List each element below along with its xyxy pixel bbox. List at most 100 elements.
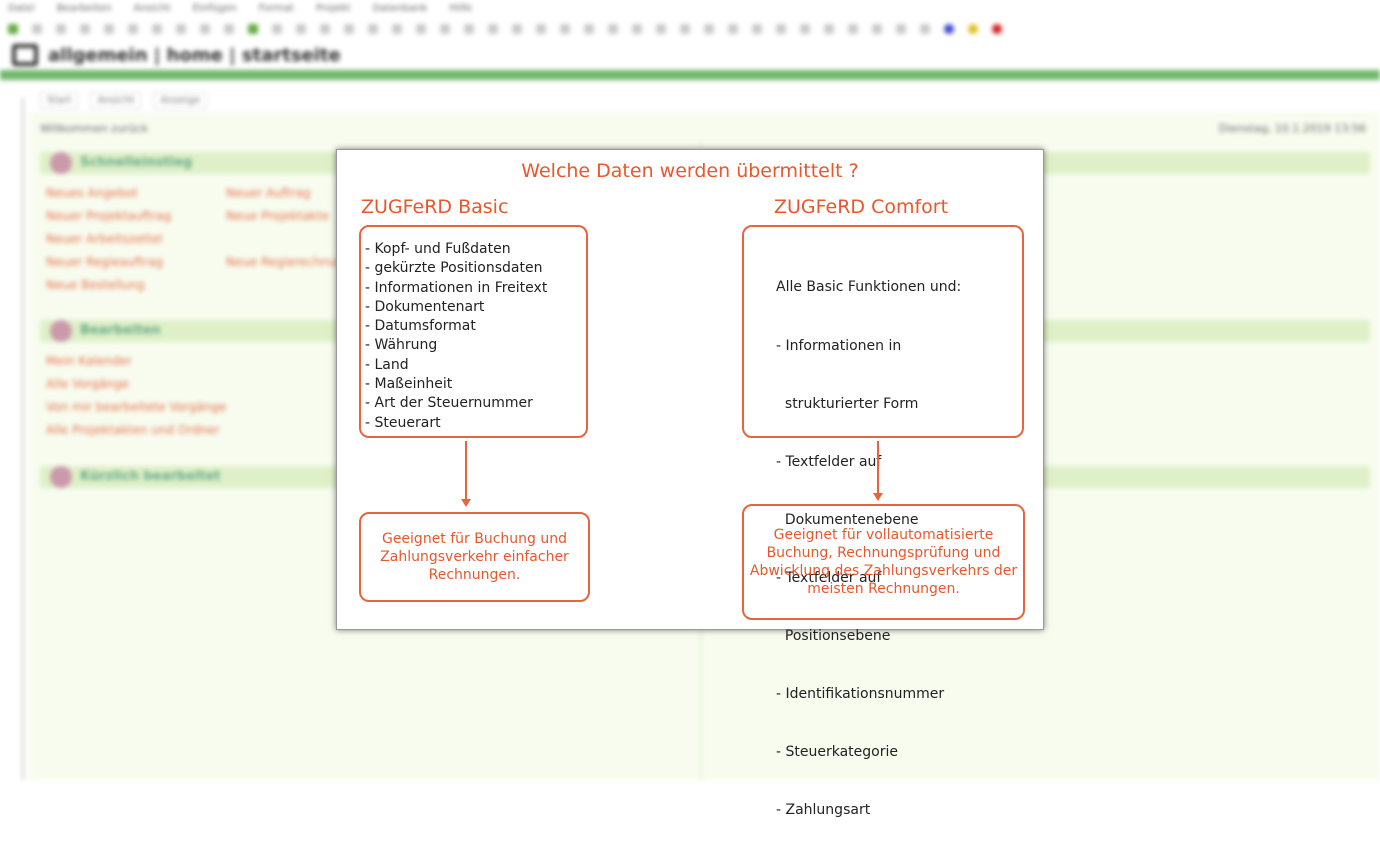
toolbar-icon[interactable] [560, 24, 570, 34]
feature-item: - Dokumentenart [365, 298, 485, 315]
menu-item[interactable]: Hilfe [449, 3, 473, 14]
basic-heading: ZUGFeRD Basic [361, 196, 509, 218]
link[interactable]: Neue Bestellung [46, 278, 145, 292]
feature-item: strukturierter Form [776, 396, 919, 413]
toolbar-icon[interactable] [224, 24, 234, 34]
feature-item: - Art der Steuernummer [365, 395, 533, 412]
date-text: Dienstag, 10.1.2019 13:56 [1218, 122, 1366, 135]
link[interactable]: Neues Angebot [46, 186, 138, 200]
welcome-text: Willkommen zurück [40, 122, 148, 135]
link[interactable]: Neuer Arbeitszettel [46, 232, 163, 246]
toolbar-icon[interactable] [464, 24, 474, 34]
feature-item: - Identifikationsnummer [776, 685, 945, 702]
link[interactable]: Neue Projektakte [226, 209, 329, 223]
link[interactable]: Neue Regierechnung [226, 255, 352, 269]
menu-item[interactable]: Einfügen [192, 3, 237, 14]
feature-item: - Textfelder auf [776, 570, 882, 587]
link[interactable]: Mein Kalender [46, 354, 132, 368]
toolbar-icon[interactable] [752, 24, 762, 34]
toolbar-icon[interactable] [776, 24, 786, 34]
feature-item: - Informationen in [776, 338, 902, 355]
toolbar-icon[interactable] [632, 24, 642, 34]
section-title: Bearbeiten [80, 323, 161, 338]
menu-bar: Datei Bearbeiten Ansicht Einfügen Format… [0, 0, 1380, 18]
basic-features-box: - Kopf- und Fußdaten - gekürzte Position… [359, 225, 588, 438]
link[interactable]: Von mir bearbeitete Vorgänge [46, 400, 227, 414]
feature-item: - Währung [365, 337, 438, 354]
link[interactable]: Neuer Projektauftrag [46, 209, 172, 223]
comfort-heading: ZUGFeRD Comfort [774, 196, 949, 218]
toolbar-icon[interactable] [104, 24, 114, 34]
toolbar-icon[interactable] [608, 24, 618, 34]
result-text: Geeignet für Buchung und Zahlungsverkehr… [380, 531, 569, 583]
header-divider [0, 70, 1380, 80]
toolbar-icon[interactable] [152, 24, 162, 34]
toolbar-icon[interactable] [80, 24, 90, 34]
arrow-down-icon [461, 441, 471, 507]
edit-links: Mein Kalender Alle Vorgänge Von mir bear… [46, 350, 226, 442]
link[interactable]: Alle Projektakten und Ordner [46, 423, 220, 437]
toolbar-icon[interactable] [32, 24, 42, 34]
link[interactable]: Alle Vorgänge [46, 377, 129, 391]
toolbar-icon[interactable] [872, 24, 882, 34]
comfort-features-box: Alle Basic Funktionen und: - Information… [742, 225, 1024, 818]
feature-item: Positionsebene [776, 627, 891, 644]
feature-item: - Maßeinheit [365, 376, 453, 393]
tab-bar: Start Ansicht Anzeige [40, 92, 208, 109]
toolbar-icon[interactable] [272, 24, 282, 34]
menu-item[interactable]: Ansicht [133, 3, 171, 14]
link[interactable]: Neuer Auftrag [226, 186, 311, 200]
section-title: Schnelleinstieg [80, 155, 193, 170]
toolbar-icon[interactable] [368, 24, 378, 34]
toolbar-icon[interactable] [200, 24, 210, 34]
toolbar-icon[interactable] [176, 24, 186, 34]
toolbar-icon[interactable] [320, 24, 330, 34]
toolbar-icon[interactable] [896, 24, 906, 34]
feature-item: - Kopf- und Fußdaten [365, 241, 511, 257]
section-icon [50, 152, 72, 174]
toolbar-icon[interactable] [824, 24, 834, 34]
tab[interactable]: Start [40, 92, 79, 109]
tab[interactable]: Ansicht [90, 92, 142, 109]
yellow-dot-icon[interactable] [968, 24, 978, 34]
arrow-down-icon [873, 441, 883, 501]
feature-item: - Informationen in Freitext [365, 279, 548, 296]
tab[interactable]: Anzeige [153, 92, 208, 109]
blue-dot-icon[interactable] [944, 24, 954, 34]
toolbar-icon[interactable] [512, 24, 522, 34]
toolbar-icon[interactable] [584, 24, 594, 34]
toolbar-icon[interactable] [536, 24, 546, 34]
section-title: Kürzlich bearbeitet [80, 469, 221, 484]
menu-item[interactable]: Datei [8, 3, 35, 14]
toolbar [0, 18, 1380, 40]
menu-item[interactable]: Projekt [315, 3, 351, 14]
sidebar[interactable] [0, 98, 24, 780]
link[interactable]: Neuer Regieauftrag [46, 255, 164, 269]
menu-item[interactable]: Format [258, 3, 294, 14]
toolbar-icon[interactable] [344, 24, 354, 34]
toolbar-icon[interactable] [680, 24, 690, 34]
basic-result-box: Geeignet für Buchung und Zahlungsverkehr… [359, 512, 590, 602]
red-dot-icon[interactable] [992, 24, 1002, 34]
toolbar-icon[interactable] [8, 24, 18, 34]
toolbar-icon[interactable] [296, 24, 306, 34]
toolbar-icon[interactable] [848, 24, 858, 34]
toolbar-icon[interactable] [728, 24, 738, 34]
feature-item: - gekürzte Positionsdaten [365, 260, 543, 277]
toolbar-icon[interactable] [800, 24, 810, 34]
toolbar-icon[interactable] [440, 24, 450, 34]
toolbar-icon[interactable] [128, 24, 138, 34]
menu-item[interactable]: Datenbank [372, 3, 428, 14]
toolbar-icon[interactable] [656, 24, 666, 34]
menu-item[interactable]: Bearbeiten [56, 3, 112, 14]
toolbar-icon[interactable] [56, 24, 66, 34]
toolbar-icon[interactable] [488, 24, 498, 34]
toolbar-icon[interactable] [392, 24, 402, 34]
section-icon [50, 466, 72, 488]
toolbar-icon[interactable] [920, 24, 930, 34]
toolbar-icon[interactable] [248, 24, 258, 34]
toolbar-icon[interactable] [704, 24, 714, 34]
toolbar-icon[interactable] [416, 24, 426, 34]
result-text: Geeignet für vollautomatisierte Buchung,… [749, 527, 1018, 597]
feature-item: - Land [365, 356, 409, 373]
